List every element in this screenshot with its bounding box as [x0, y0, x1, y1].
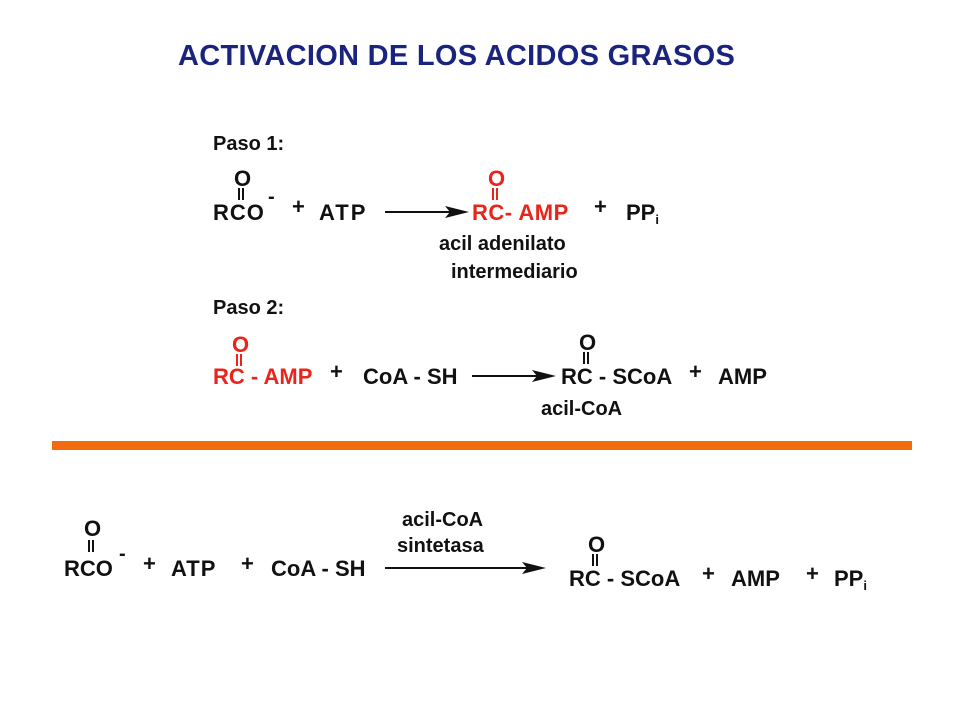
step1-reactant1-formula: RCO [213, 200, 265, 225]
step1-product1-oxygen: O [488, 166, 506, 191]
overall-reactant1-double-bond [88, 540, 94, 552]
step2-product2: AMP [718, 364, 767, 389]
step1-plus-1: + [292, 194, 305, 219]
step1-reactant1-double-bond [238, 188, 244, 200]
step2-note: acil-CoA [541, 398, 623, 420]
overall-product1-double-bond [592, 554, 598, 566]
step2-reaction-arrow [472, 370, 556, 382]
step2-label: Paso 2: [213, 297, 285, 319]
overall-product1-oxygen: O [588, 532, 606, 557]
step1-reaction-arrow [385, 206, 469, 218]
page-title: ACTIVACION DE LOS ACIDOS GRASOS [178, 40, 736, 72]
step1-note-line1: acil adenilato [439, 233, 566, 255]
step1-plus-2: + [594, 194, 607, 219]
step1-product1-double-bond [492, 188, 498, 200]
overall-reactant2: ATP [171, 556, 217, 581]
step1-product1-formula: RC- AMP [472, 200, 569, 225]
overall-plus-3: + [702, 561, 715, 586]
overall-reactant1-formula: RCO [64, 556, 113, 581]
overall-product2: AMP [731, 566, 780, 591]
step2-reactant2: CoA - SH [363, 364, 458, 389]
overall-reactant3: CoA - SH [271, 556, 366, 581]
step2-reactant1-double-bond [236, 354, 242, 366]
step1-product2-formula: PP [626, 200, 656, 225]
overall-product3-formula: PP [834, 566, 864, 591]
overall-product1-formula: RC - SCoA [569, 566, 681, 591]
overall-plus-1: + [143, 551, 156, 576]
step2-product1-formula: RC - SCoA [561, 364, 673, 389]
step1-reactant1-charge: - [268, 186, 275, 208]
overall-plus-4: + [806, 561, 819, 586]
step1-label: Paso 1: [213, 133, 285, 155]
step1-product2: PPi [626, 200, 659, 227]
step1-product2-subscript: i [655, 212, 659, 227]
overall-plus-2: + [241, 551, 254, 576]
step2-plus-2: + [689, 359, 702, 384]
step1-reactant2: ATP [319, 200, 368, 225]
overall-reactant1-charge: - [119, 543, 126, 565]
overall-enzyme-line1: acil-CoA [402, 509, 484, 531]
step2-product1-double-bond [583, 352, 589, 364]
overall-product3-subscript: i [863, 578, 867, 593]
overall-reaction-arrow [385, 562, 546, 574]
step2-plus-1: + [330, 359, 343, 384]
overall-enzyme-line2: sintetasa [397, 535, 484, 557]
overall-product3: PPi [834, 566, 867, 593]
section-separator [52, 441, 912, 450]
step1-reactant1-oxygen: O [234, 166, 252, 191]
step2-reactant1-formula: RC - AMP [213, 364, 313, 389]
step1-note-line2: intermediario [451, 261, 578, 283]
step2-product1-oxygen: O [579, 330, 597, 355]
overall-reactant1-oxygen: O [84, 516, 102, 541]
step2-reactant1-oxygen: O [232, 332, 250, 357]
